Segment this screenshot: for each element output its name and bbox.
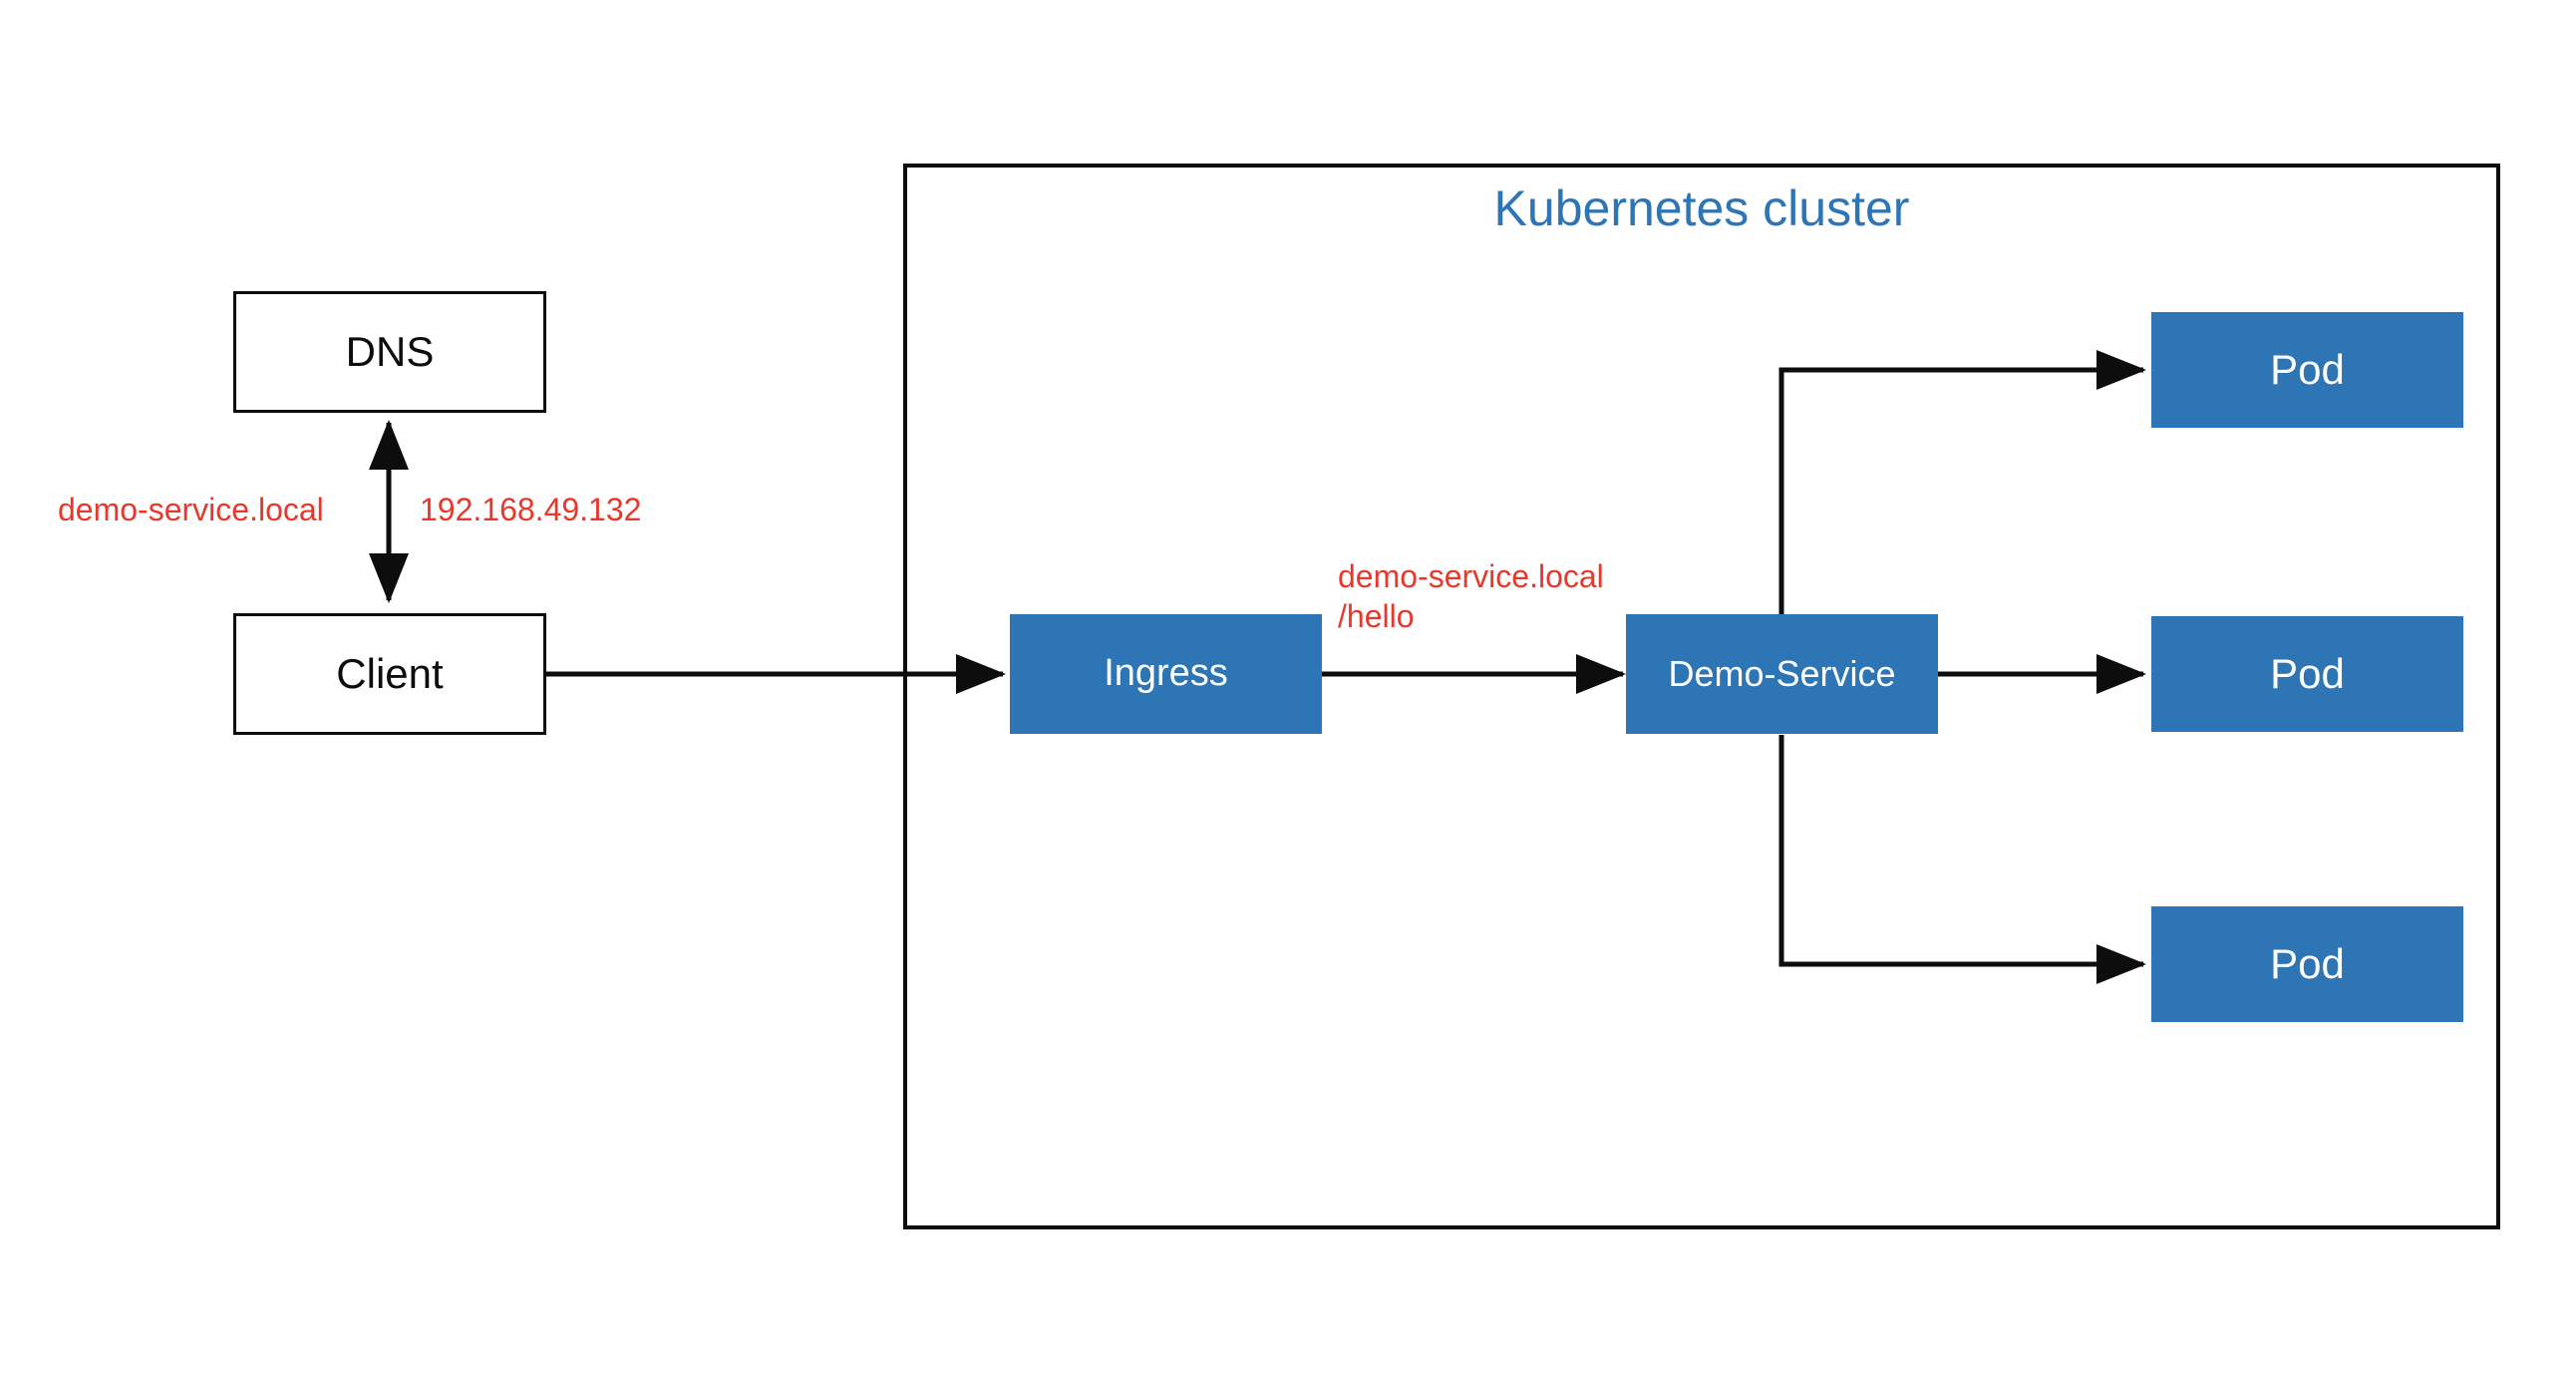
node-dns-label: DNS [345, 327, 435, 375]
node-ingress[interactable]: Ingress [1010, 614, 1322, 734]
node-demo-service-label: Demo-Service [1668, 653, 1896, 695]
node-dns[interactable]: DNS [233, 291, 546, 413]
node-demo-service[interactable]: Demo-Service [1626, 614, 1938, 734]
kubernetes-cluster-title: Kubernetes cluster [1493, 180, 1910, 236]
edge-demoservice-pod-bottom [1778, 735, 2147, 984]
node-pod-bottom[interactable]: Pod [2151, 906, 2463, 1022]
edge-label-dns-query: demo-service.local [58, 492, 324, 527]
edge-label-ingress-route: demo-service.local /hello [1338, 556, 1604, 636]
edge-label-ingress-route-host: demo-service.local [1338, 558, 1604, 594]
edge-label-ingress-route-path: /hello [1338, 598, 1415, 634]
node-client[interactable]: Client [233, 613, 546, 735]
node-pod-middle-label: Pod [2270, 649, 2345, 697]
edge-label-dns-answer: 192.168.49.132 [420, 492, 642, 527]
node-pod-bottom-label: Pod [2270, 939, 2345, 987]
node-client-label: Client [336, 649, 444, 697]
node-pod-top-label: Pod [2270, 345, 2345, 393]
node-pod-top[interactable]: Pod [2151, 312, 2463, 428]
kubernetes-cluster-boundary [903, 164, 2500, 1229]
node-ingress-label: Ingress [1104, 652, 1228, 695]
node-pod-middle[interactable]: Pod [2151, 616, 2463, 732]
edge-demoservice-pod-top [1778, 350, 2147, 614]
